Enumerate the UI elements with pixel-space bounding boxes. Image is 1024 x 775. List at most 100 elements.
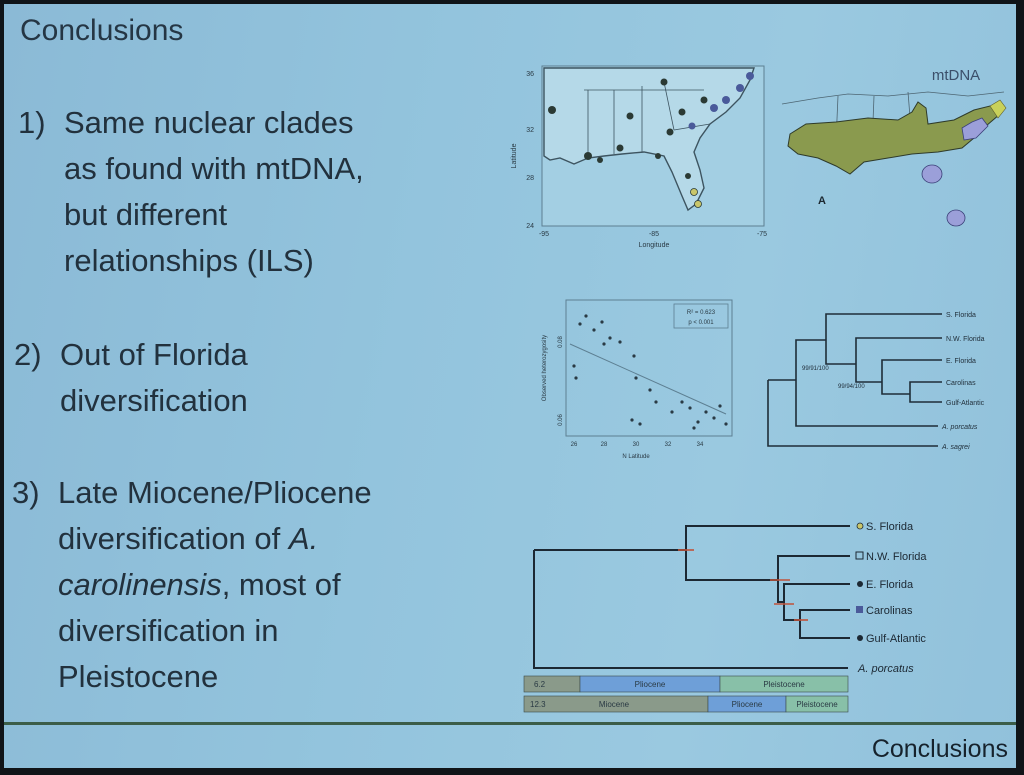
tip-label: N.W. Florida — [946, 336, 985, 343]
epoch-bar-row-1: 6.2 Pliocene Pleistocene — [523, 675, 849, 693]
point-text: Out of Florida diversification — [60, 332, 444, 424]
site-marker — [746, 72, 754, 80]
panel-label: A — [818, 195, 826, 207]
tip-label: Carolinas — [866, 605, 913, 617]
species-genus: A. — [288, 521, 319, 556]
northeast-clade-shape — [989, 99, 1007, 119]
dated-tree-figure: S. Florida N.W. Florida E. Florida Carol… — [518, 512, 958, 718]
lat-tick: 24 — [526, 223, 534, 230]
tip-marker — [857, 635, 863, 641]
site-marker — [710, 104, 718, 112]
lat-tick: 28 — [526, 175, 534, 182]
site-marker — [685, 173, 691, 179]
site-marker — [548, 106, 556, 114]
footer-label: Conclusions — [871, 735, 1008, 763]
tip-label: A. sagrei — [941, 444, 970, 451]
lat-tick: 32 — [526, 127, 534, 134]
site-marker — [626, 112, 634, 120]
site-marker — [722, 96, 730, 104]
scatter-ylabel: Observed heterozygosity — [542, 335, 548, 401]
nuclear-tree: 99/91/100 99/94/100 S. Florida N.W. Flor… — [767, 312, 985, 451]
map-ylabel: Latitude — [511, 143, 518, 168]
lon-tick: -85 — [649, 231, 659, 238]
lon-tick: -75 — [757, 231, 767, 238]
epoch-label: 12.3 — [530, 700, 546, 709]
node-error-bars — [678, 549, 808, 621]
point-line: diversification of A. — [58, 516, 472, 562]
node-support: 99/94/100 — [838, 384, 865, 390]
coastline-shape — [543, 67, 755, 212]
sampling-map: 36 32 28 24 -95 -85 -75 Longitude Latitu… — [511, 65, 767, 249]
point-number: 2) — [14, 337, 42, 372]
sample-sites — [548, 72, 754, 208]
mtdna-range-shape — [787, 101, 1001, 175]
sampling-map-figure: 36 32 28 24 -95 -85 -75 Longitude Latitu… — [504, 60, 774, 250]
epoch-label: Pliocene — [732, 700, 763, 709]
point-line: Out of Florida — [60, 337, 248, 372]
conclusion-point-2: 2) Out of Florida diversification — [14, 332, 444, 424]
lon-tick: -95 — [539, 231, 549, 238]
scatter-xlabel: N Latitude — [622, 454, 650, 460]
point-line: but different — [64, 197, 228, 232]
epoch-label: Pleistocene — [796, 700, 838, 709]
epoch-label: Pleistocene — [763, 680, 805, 689]
site-marker — [690, 188, 698, 196]
point-text: Late Miocene/Pliocene diversification of… — [58, 470, 472, 700]
stats-r2: R² = 0.623 — [687, 310, 716, 316]
site-marker — [688, 122, 696, 130]
x-tick: 30 — [633, 442, 640, 448]
y-tick: 0.08 — [558, 336, 564, 348]
x-tick: 28 — [601, 442, 608, 448]
tip-marker — [857, 581, 863, 587]
south-florida-clade-shape — [946, 209, 966, 227]
point-number: 1) — [18, 105, 46, 140]
heterozygosity-scatter: R² = 0.623 p < 0.001 26 28 30 32 34 N La… — [542, 299, 733, 460]
florida-clade-shape — [921, 164, 943, 184]
point-fragment: diversification of — [58, 521, 281, 556]
heterozygosity-scatter-figure: R² = 0.623 p < 0.001 26 28 30 32 34 N La… — [532, 294, 742, 464]
tip-marker — [856, 522, 864, 530]
epoch-label: Miocene — [599, 700, 630, 709]
epoch-bar-row-2: 12.3 Miocene Pliocene Pleistocene — [523, 695, 849, 713]
epoch-label: 6.2 — [534, 680, 546, 689]
tip-label: E. Florida — [866, 579, 914, 591]
tip-label: N.W. Florida — [866, 551, 927, 563]
site-marker — [736, 84, 744, 92]
site-marker — [616, 144, 624, 152]
site-marker — [666, 128, 674, 136]
point-line: diversification in — [58, 613, 279, 648]
regression-line — [569, 343, 727, 415]
site-marker — [678, 108, 686, 116]
y-tick: 0.06 — [558, 414, 564, 426]
site-marker — [597, 157, 603, 163]
site-marker — [700, 96, 708, 104]
tip-label: Carolinas — [946, 380, 976, 387]
tip-label: S. Florida — [866, 521, 914, 533]
dated-tree-branches — [533, 525, 850, 669]
tip-label: Gulf-Atlantic — [866, 633, 926, 645]
dated-tree: S. Florida N.W. Florida E. Florida Carol… — [523, 521, 927, 713]
tip-label: A. porcatus — [857, 663, 914, 675]
stats-p: p < 0.001 — [688, 320, 714, 326]
tip-label: A. porcatus — [941, 424, 978, 431]
point-text: Same nuclear clades as found with mtDNA,… — [64, 100, 448, 284]
mtdna-label: mtDNA — [932, 67, 980, 84]
epoch-label: Pliocene — [635, 680, 666, 689]
point-line: Same nuclear clades — [64, 105, 354, 140]
point-number: 3) — [12, 475, 40, 510]
lat-tick: 36 — [526, 71, 534, 78]
tip-label: S. Florida — [946, 312, 976, 319]
site-marker — [660, 78, 668, 86]
mtdna-range-map: mtDNA A — [781, 67, 1007, 227]
point-line: as found with mtDNA, — [64, 151, 364, 186]
atlantic-clade-shape — [961, 117, 989, 141]
presentation-slide: Conclusions 1) Same nuclear clades as fo… — [4, 4, 1016, 768]
point-line: diversification — [60, 383, 248, 418]
footer-divider — [4, 722, 1016, 725]
point-line: Pleistocene — [58, 659, 219, 694]
x-tick: 26 — [571, 442, 578, 448]
nuclear-tree-figure: 99/91/100 99/94/100 S. Florida N.W. Flor… — [760, 300, 1016, 460]
tip-label: Gulf-Atlantic — [946, 400, 985, 407]
slide-title: Conclusions — [20, 14, 184, 47]
site-marker — [694, 200, 702, 208]
